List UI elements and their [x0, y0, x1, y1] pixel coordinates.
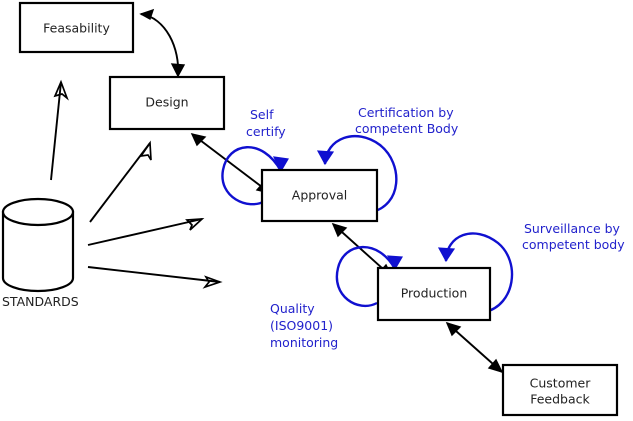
node-label-standards: STANDARDS	[2, 294, 79, 309]
node-label-customer-feedback-line2: Feedback	[530, 392, 590, 407]
connector-line	[50, 81, 62, 181]
loop-label-self-certify: Self certify	[246, 107, 286, 139]
loop-label-quality-iso9001-monitoring: Quality (ISO9001) monitoring	[270, 301, 338, 350]
node-label-design: Design	[145, 95, 188, 110]
loop-quality-iso9001-monitoring	[335, 245, 404, 308]
node-label-feasability: Feasability	[43, 21, 110, 36]
loop-arc-path	[444, 232, 514, 314]
node-rect	[376, 266, 492, 322]
loop-arc-path	[221, 146, 283, 206]
loop-arrowhead	[316, 150, 335, 166]
loop-label-line1: Self	[250, 107, 274, 122]
node-customer-feedback[interactable]: Customer Feedback	[501, 363, 619, 417]
loop-label-line1: Quality	[270, 301, 315, 316]
connector-line	[87, 266, 221, 283]
cylinder-body	[1, 210, 75, 293]
connector-standards-to-feasability	[50, 79, 69, 181]
arrowhead-at-design	[170, 63, 186, 78]
arrowhead-open	[202, 275, 223, 289]
node-standards[interactable]: STANDARDS	[1, 197, 79, 309]
arrowhead-at-feasability	[139, 8, 155, 21]
node-label-approval: Approval	[292, 188, 347, 203]
loop-arc-path	[323, 135, 398, 214]
loop-label-line2: competent Body	[355, 121, 459, 136]
loop-label-line1: Certification by	[358, 105, 454, 120]
connector-standards-to-approval	[87, 217, 205, 246]
connector-design-to-feasability	[139, 8, 186, 78]
connector-standards-to-design	[89, 140, 152, 223]
loop-certification-by-competent-body	[316, 135, 398, 214]
loop-arrowhead	[386, 255, 404, 271]
arrowhead-at-approval	[331, 222, 348, 238]
connector-standards-to-production	[87, 266, 223, 289]
node-production[interactable]: Production	[376, 266, 492, 322]
connector-design-to-approval	[190, 132, 272, 195]
cylinder-top	[1, 197, 75, 227]
node-label-customer-feedback-line1: Customer	[530, 376, 592, 391]
loop-arrowhead	[272, 156, 289, 173]
connector-line	[191, 133, 271, 194]
loop-arc-path	[335, 245, 397, 308]
arrowhead-at-production	[445, 321, 462, 337]
loop-self-certify	[221, 146, 289, 206]
arrowhead-at-design	[190, 132, 207, 147]
loop-label-line1: Surveillance by	[524, 221, 621, 236]
loop-surveillance-by-competent-body	[437, 232, 514, 314]
arrowhead-open	[185, 217, 205, 231]
loop-label-line2: certify	[246, 124, 286, 139]
arrowhead-open	[139, 140, 152, 161]
arrowhead-at-customer	[487, 358, 504, 374]
node-rect	[501, 363, 619, 417]
node-rect	[260, 168, 379, 223]
node-label-production: Production	[401, 286, 468, 301]
connector-production-to-customer	[445, 321, 504, 374]
loop-label-line2: (ISO9001)	[270, 318, 333, 333]
loop-label-surveillance-by-competent-body: Surveillance by competent body	[522, 221, 625, 252]
node-approval[interactable]: Approval	[260, 168, 379, 223]
loop-label-line3: monitoring	[270, 335, 338, 350]
loop-arrowhead	[437, 247, 456, 263]
loop-label-certification-by-competent-body: Certification by competent Body	[355, 105, 459, 136]
node-feasability[interactable]: Feasability	[18, 1, 135, 54]
node-design[interactable]: Design	[108, 75, 226, 131]
loop-label-line2: competent body	[522, 237, 625, 252]
node-rect	[18, 1, 135, 54]
arrowhead-open	[53, 79, 69, 101]
connector-line	[87, 218, 203, 246]
node-rect	[108, 75, 226, 131]
